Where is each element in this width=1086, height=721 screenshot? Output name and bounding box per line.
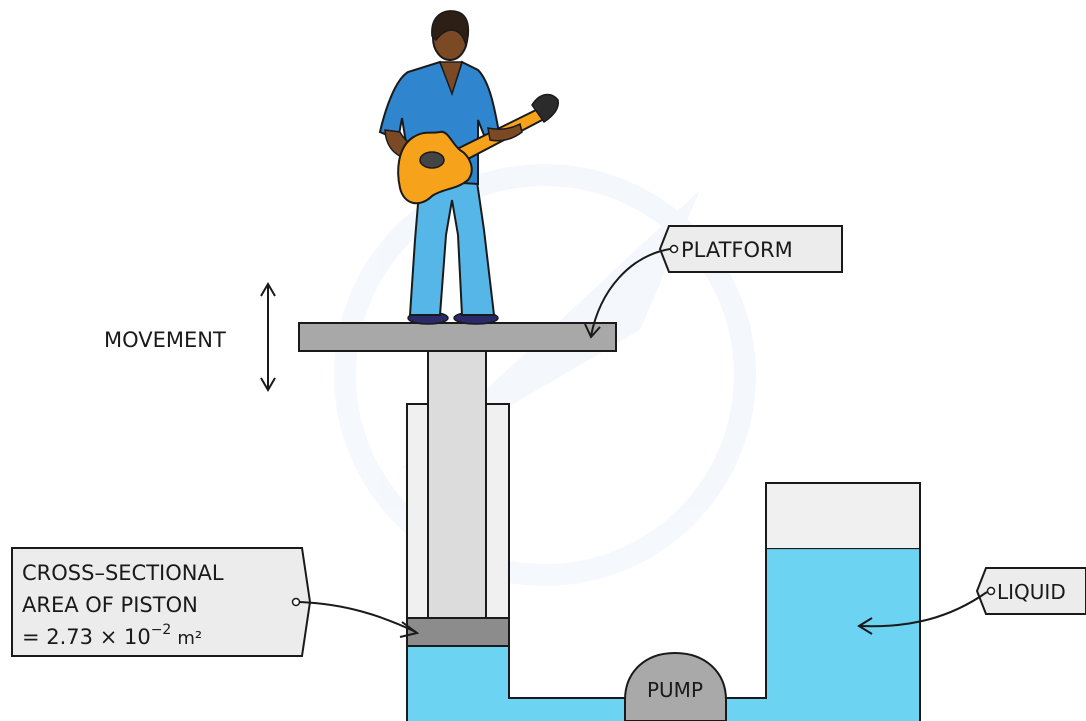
piston-area-unit: m²: [177, 628, 202, 649]
piston-rod: [427, 349, 487, 619]
piston-area-line3: = 2.73 × 10−2 m²: [22, 622, 202, 649]
hydraulic-system: PUMP: [298, 322, 921, 721]
platform-arrow: [590, 248, 671, 337]
guitar: [397, 93, 559, 205]
movement-label: MOVEMENT: [104, 328, 226, 352]
piston-area-exponent: −2: [151, 622, 172, 638]
piston: [406, 617, 510, 647]
liquid: [407, 549, 920, 721]
piston-area-line1: CROSS–SECTIONAL: [22, 561, 224, 585]
guitarist-figure: [378, 10, 559, 325]
piston-area-label-box: [11, 547, 312, 657]
platform-label: PLATFORM: [681, 238, 793, 262]
pump-label: PUMP: [647, 678, 703, 702]
right-reservoir-empty: [765, 482, 921, 550]
hair: [431, 10, 470, 47]
guitar-headstock: [531, 93, 559, 124]
platform-callout: PLATFORM: [584, 225, 843, 339]
piston-arrow: [299, 601, 417, 633]
piston-area-line2: AREA OF PISTON: [22, 593, 198, 617]
platform-label-box: [658, 225, 843, 273]
piston-area-value: = 2.73 × 10: [22, 625, 151, 649]
piston-area-callout: CROSS–SECTIONAL AREA OF PISTON = 2.73 × …: [11, 547, 420, 657]
liquid-label: LIQUID: [997, 580, 1066, 604]
liquid-label-box: [975, 567, 1086, 615]
movement-indicator: MOVEMENT: [104, 282, 276, 392]
liquid-arrow: [859, 591, 988, 628]
trousers: [408, 173, 496, 316]
liquid-callout: LIQUID: [857, 567, 1086, 635]
pump: [624, 651, 727, 721]
platform: [298, 322, 617, 352]
